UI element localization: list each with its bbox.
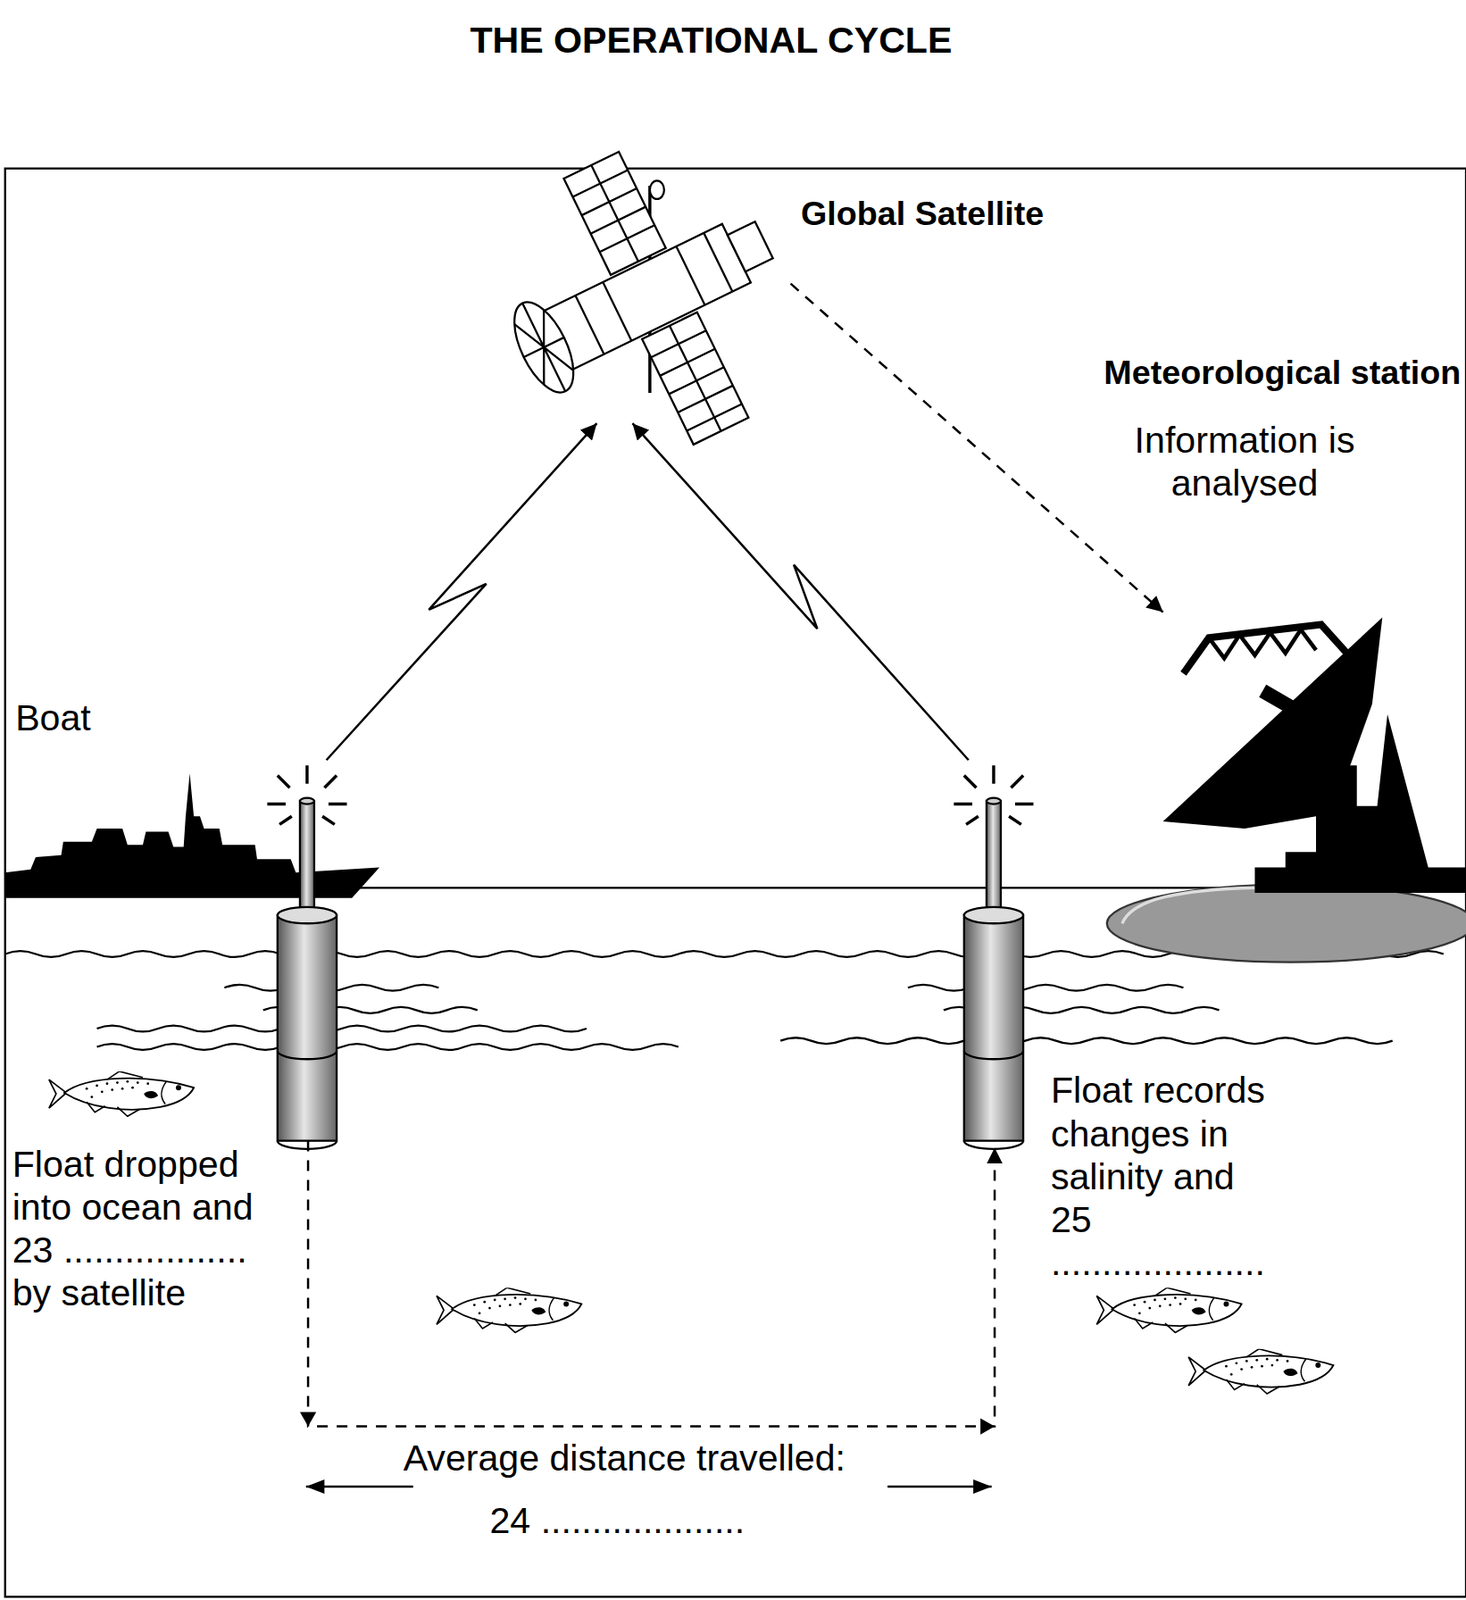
float-node: Float records changes in salinity and 25… [964, 759, 1026, 1148]
dimension-label: Average distance travelled: [403, 1436, 846, 1480]
frame [5, 168, 1466, 1598]
dashed-arrow [791, 283, 1164, 613]
signal-arrow [326, 423, 598, 760]
dashed-arrow [308, 1140, 995, 1426]
wave-line [780, 1037, 1393, 1044]
fish [436, 1287, 582, 1333]
satellite-node: Global Satellite [515, 181, 792, 424]
answer-blank: 24 .................... [489, 1499, 745, 1542]
float-caption: Float records changes in salinity and 25… [1050, 1068, 1270, 1284]
diagram-title: THE OPERATIONAL CYCLE [469, 18, 952, 62]
float-node: Float dropped into ocean and 23 ........… [277, 759, 340, 1141]
wave-line [907, 984, 1184, 992]
station-node: Meteorological stationInformation is ana… [1163, 612, 1466, 893]
waves [5, 950, 1444, 1050]
meteorological-station [1107, 616, 1466, 962]
fish [49, 1071, 194, 1117]
float [953, 765, 1033, 1150]
dimension-arrowhead [973, 1479, 992, 1494]
boat-silhouette [5, 773, 380, 898]
node-heading: Global Satellite [800, 193, 1044, 234]
node-note: Information is analysed [1124, 418, 1366, 505]
wave-line [97, 1025, 587, 1033]
part-label: Boat [15, 696, 92, 740]
dimension-arrowhead [306, 1479, 325, 1494]
node-heading: Meteorological station [1103, 352, 1461, 392]
fish [1188, 1349, 1333, 1394]
signal-arrow [632, 423, 968, 760]
wave-line [97, 1043, 679, 1050]
fish [1096, 1287, 1242, 1333]
float [266, 765, 347, 1150]
float-caption: Float dropped into ocean and 23 ........… [12, 1142, 280, 1316]
